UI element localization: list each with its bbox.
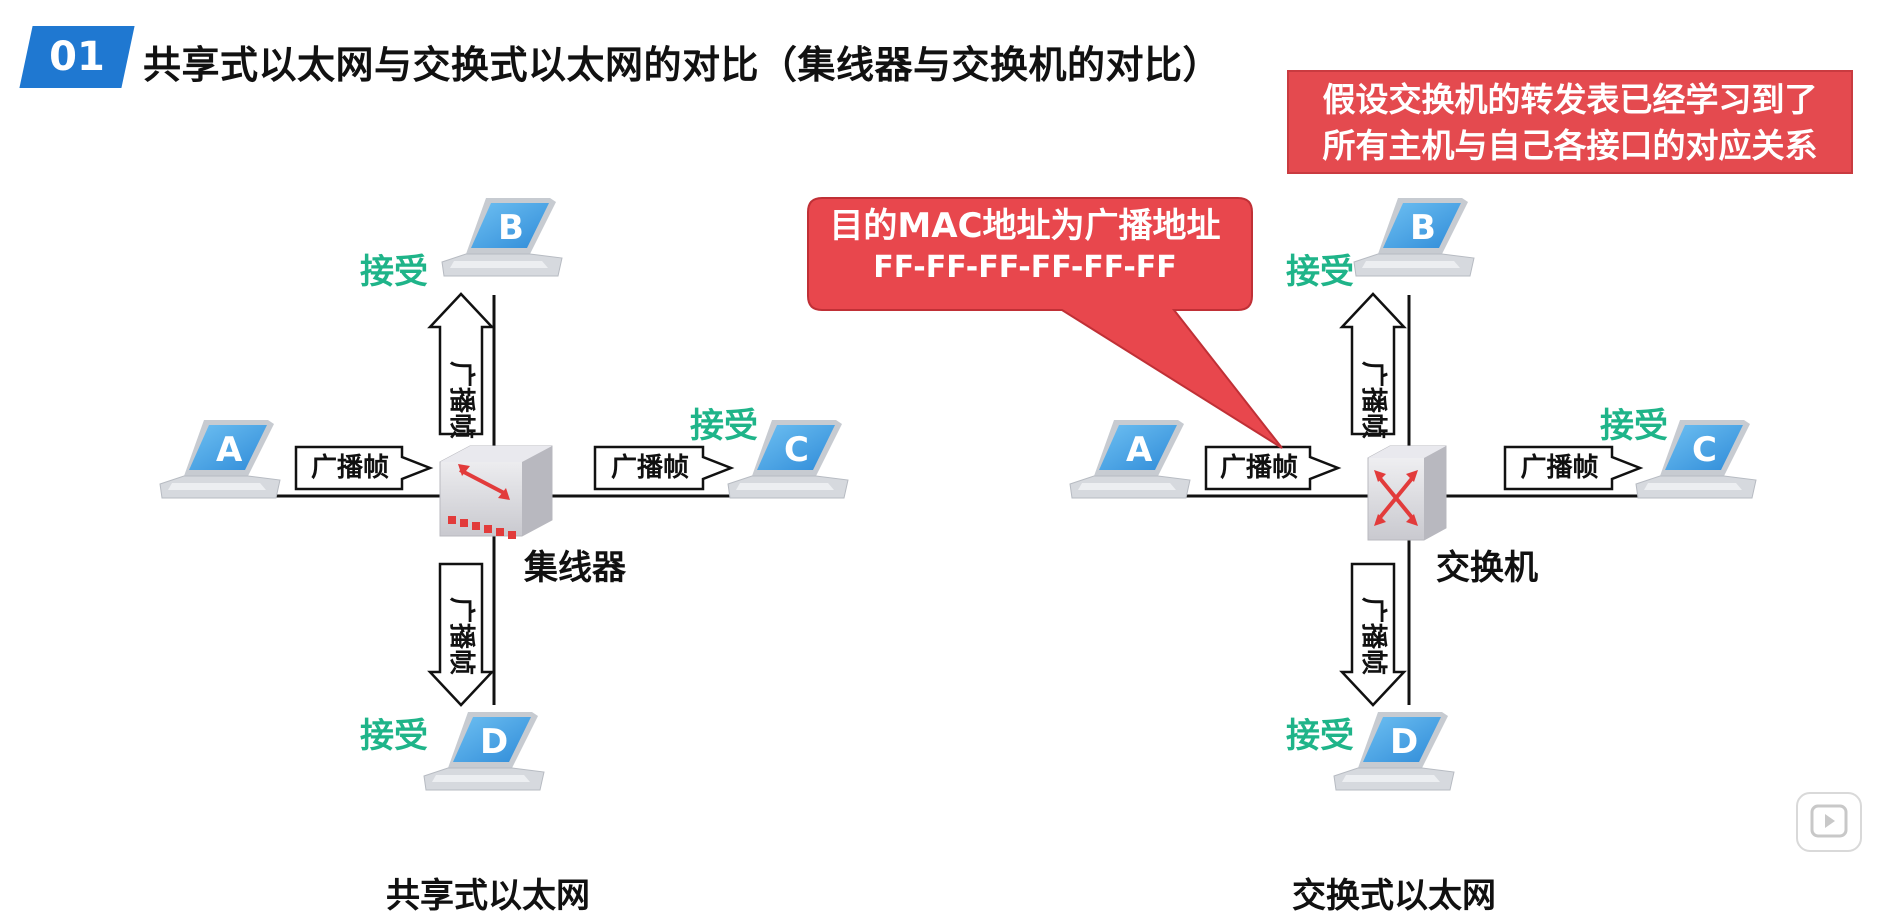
callout-mac: FF-FF-FF-FF-FF-FF	[873, 250, 1177, 285]
frame-label-left-d-text: 广播帧	[446, 597, 476, 676]
accept-label-left-c: 接受	[690, 406, 758, 446]
frame-label-right-d: 广播帧	[1353, 566, 1393, 675]
switched-ethernet-caption: 交换式以太网	[1292, 876, 1496, 916]
play-button[interactable]	[1796, 792, 1862, 852]
left-frame-arrow-right-a	[294, 445, 434, 491]
hub-icon	[439, 445, 553, 539]
host-label-left-d: D	[480, 722, 509, 762]
frame-label-right-c: 广播帧	[1520, 453, 1599, 483]
section-number: 01	[49, 34, 105, 80]
shared-ethernet-caption: 共享式以太网	[386, 876, 590, 916]
left-frame-arrow-right-c	[593, 445, 735, 491]
frame-label-left-b-text: 广播帧	[446, 361, 476, 440]
play-icon	[1810, 804, 1848, 838]
page-title: 共享式以太网与交换式以太网的对比（集线器与交换机的对比）	[143, 43, 1222, 87]
host-label-left-a: A	[216, 430, 243, 470]
accept-label-right-d: 接受	[1286, 716, 1354, 756]
callout-title: 目的MAC地址为广播地址	[829, 206, 1221, 246]
host-label-right-d: D	[1390, 722, 1419, 762]
accept-label-right-b: 接受	[1286, 252, 1354, 292]
right-frame-arrow-right-a	[1204, 445, 1342, 491]
switch-icon	[1367, 445, 1447, 541]
broadcast-callout: 目的MAC地址为广播地址 FF-FF-FF-FF-FF-FF	[806, 204, 1244, 288]
frame-label-right-d-text: 广播帧	[1358, 597, 1388, 676]
note-line-1: 假设交换机的转发表已经学习到了	[1322, 80, 1818, 119]
assumption-note: 假设交换机的转发表已经学习到了 所有主机与自己各接口的对应关系	[1287, 70, 1853, 174]
switch-label: 交换机	[1436, 548, 1538, 588]
host-label-right-b: B	[1410, 208, 1436, 248]
accept-label-left-b: 接受	[360, 252, 428, 292]
host-label-left-b: B	[498, 208, 524, 248]
right-frame-arrow-down-d	[1339, 562, 1407, 707]
broadcast-callout-bubble	[807, 197, 1283, 449]
host-label-right-c: C	[1692, 430, 1717, 470]
left-frame-arrow-down-d	[427, 562, 495, 707]
host-label-right-a: A	[1126, 430, 1153, 470]
right-frame-arrow-up-b	[1339, 292, 1407, 436]
hub-label: 集线器	[524, 548, 626, 588]
frame-label-left-a: 广播帧	[310, 453, 389, 483]
left-frame-arrow-up-b	[427, 292, 495, 436]
frame-label-left-d: 广播帧	[441, 566, 481, 675]
right-frame-arrow-right-c	[1503, 445, 1644, 491]
frame-label-left-c: 广播帧	[610, 453, 689, 483]
frame-label-right-b: 广播帧	[1353, 330, 1393, 439]
host-label-left-c: C	[784, 430, 809, 470]
note-line-2: 所有主机与自己各接口的对应关系	[1322, 126, 1818, 165]
frame-label-left-b: 广播帧	[441, 330, 481, 439]
frame-label-right-b-text: 广播帧	[1358, 361, 1388, 440]
accept-label-right-c: 接受	[1600, 406, 1668, 446]
accept-label-left-d: 接受	[360, 716, 428, 756]
frame-label-right-a: 广播帧	[1219, 453, 1298, 483]
